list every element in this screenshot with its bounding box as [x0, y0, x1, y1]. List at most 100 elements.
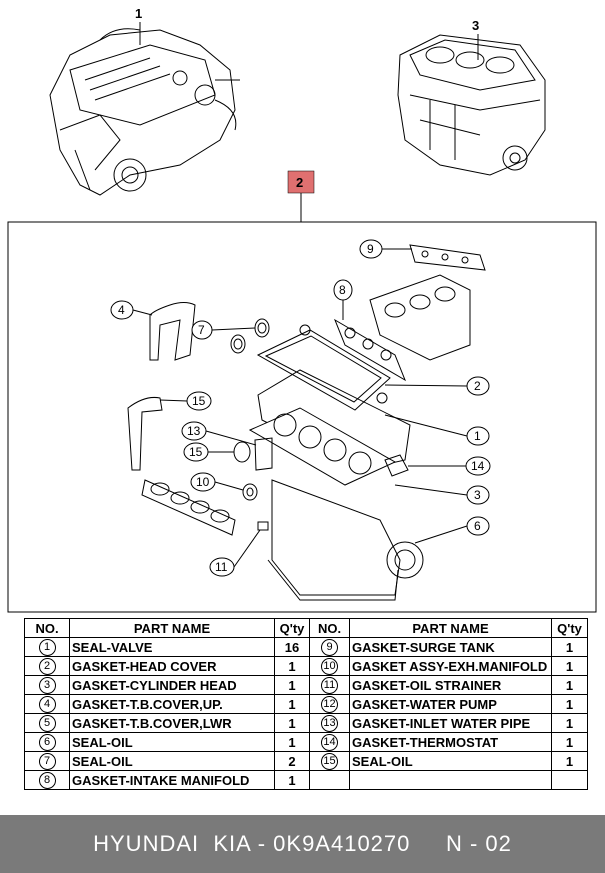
header-no: NO. — [24, 618, 70, 638]
callout-2: 2 — [384, 376, 490, 396]
part-name: GASKET-HEAD COVER — [69, 656, 275, 676]
part-number: 3 — [38, 676, 56, 694]
part-name: GASKET ASSY-EXH.MANIFOLD — [349, 656, 552, 676]
callout-label: 9 — [367, 242, 374, 256]
part-name: SEAL-OIL — [349, 751, 552, 771]
part-number-cell: 15 — [309, 751, 350, 771]
short-block-illustration — [397, 34, 546, 176]
part-qty: 1 — [274, 713, 310, 733]
part-qty: 2 — [274, 751, 310, 771]
callout-9: 9 — [359, 239, 412, 259]
callout-14: 14 — [408, 456, 491, 476]
part-name: SEAL-OIL — [69, 732, 275, 752]
part-number-cell — [309, 770, 350, 790]
callout-8: 8 — [333, 279, 353, 320]
part-name: SEAL-OIL — [69, 751, 275, 771]
callout-label: 14 — [471, 459, 485, 473]
part-number-cell: 2 — [24, 656, 70, 676]
footer-bar: HYUNDAI KIA - 0K9A410270 N - 02 — [0, 815, 605, 873]
part-qty: 1 — [274, 694, 310, 714]
part-number-cell: 10 — [309, 656, 350, 676]
part-number: 14 — [321, 733, 338, 751]
part-number-cell: 14 — [309, 732, 350, 752]
exploded-diagram: 1 3 2 — [7, 6, 597, 613]
part-number: 7 — [38, 752, 56, 770]
callout-label: 13 — [187, 424, 201, 438]
callout-13: 13 — [181, 421, 257, 446]
part-number: 1 — [38, 638, 56, 656]
part-number-cell: 13 — [309, 713, 350, 733]
kit-frame — [7, 221, 597, 613]
part-qty: 1 — [274, 732, 310, 752]
callout-6: 6 — [414, 516, 490, 544]
part-qty: 1 — [551, 694, 588, 714]
part-qty: 1 — [551, 732, 588, 752]
part-qty: 1 — [551, 675, 588, 695]
part-number-cell: 8 — [24, 770, 70, 790]
diagram-callouts: 9 8 4 7 2 15 13 1 15 14 10 3 6 11 — [110, 239, 491, 577]
part-number-cell: 5 — [24, 713, 70, 733]
part-qty: 1 — [274, 675, 310, 695]
callout-label: 6 — [474, 519, 481, 533]
part-name: GASKET-OIL STRAINER — [349, 675, 552, 695]
part-qty — [551, 770, 588, 790]
callout-3-top: 3 — [472, 18, 479, 60]
callout-label: 1 — [474, 429, 481, 443]
part-qty: 16 — [274, 637, 310, 657]
gasket-parts — [127, 244, 486, 601]
part-number-cell: 1 — [24, 637, 70, 657]
part-qty: 1 — [274, 656, 310, 676]
part-name — [349, 770, 552, 790]
callout-10: 10 — [190, 472, 244, 492]
callout-15-lower: 15 — [183, 442, 234, 462]
part-qty: 1 — [551, 637, 588, 657]
part-name: GASKET-INLET WATER PIPE — [349, 713, 552, 733]
part-number: 12 — [321, 695, 338, 713]
callout-label: 15 — [189, 445, 203, 459]
part-qty: 1 — [551, 656, 588, 676]
header-no: NO. — [309, 618, 350, 638]
callout-label: 10 — [196, 475, 210, 489]
part-qty: 1 — [274, 770, 310, 790]
callout-label: 7 — [198, 323, 205, 337]
header-qty: Q'ty — [274, 618, 310, 638]
callout-label: 2 — [296, 175, 303, 190]
part-number: 5 — [38, 714, 56, 732]
callout-3: 3 — [394, 484, 490, 505]
part-number-cell: 7 — [24, 751, 70, 771]
footer-text: HYUNDAI KIA - 0K9A410270 N - 02 — [93, 831, 512, 856]
part-number-cell: 6 — [24, 732, 70, 752]
callout-label: 8 — [339, 283, 346, 297]
callout-7: 7 — [191, 320, 256, 340]
header-qty: Q'ty — [551, 618, 588, 638]
part-name: SEAL-VALVE — [69, 637, 275, 657]
callout-label: 11 — [215, 560, 228, 574]
part-number: 8 — [38, 771, 56, 789]
part-number: 2 — [38, 657, 56, 675]
callout-11: 11 — [209, 529, 261, 577]
part-number: 15 — [321, 752, 338, 770]
callout-15-upper: 15 — [159, 391, 212, 411]
part-name: GASKET-WATER PUMP — [349, 694, 552, 714]
part-number-cell: 3 — [24, 675, 70, 695]
part-number: 9 — [321, 638, 338, 656]
part-qty: 1 — [551, 751, 588, 771]
header-part-name: PART NAME — [69, 618, 275, 638]
part-number: 13 — [321, 714, 338, 732]
part-number: 10 — [321, 657, 338, 675]
part-name: GASKET-INTAKE MANIFOLD — [69, 770, 275, 790]
table-header-row: NO. PART NAME Q'ty NO. PART NAME Q'ty — [24, 618, 588, 638]
part-number-cell: 4 — [24, 694, 70, 714]
part-qty: 1 — [551, 713, 588, 733]
part-name: GASKET-T.B.COVER,LWR — [69, 713, 275, 733]
part-name: GASKET-THERMOSTAT — [349, 732, 552, 752]
part-name: GASKET-SURGE TANK — [349, 637, 552, 657]
